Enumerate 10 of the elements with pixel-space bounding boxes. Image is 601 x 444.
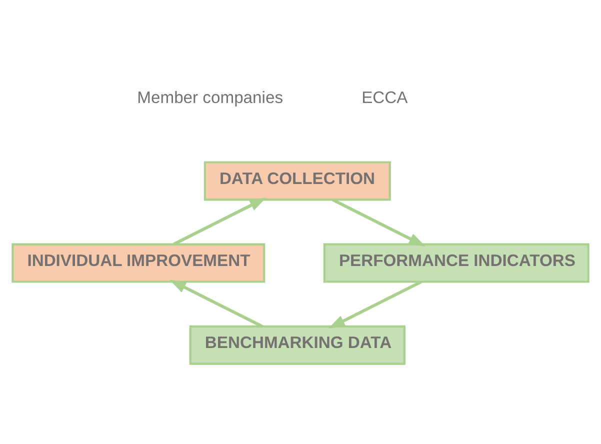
node-box: PERFORMANCE INDICATORS [323,243,590,283]
arrow [328,280,422,329]
arrow [172,198,266,246]
arrow [169,280,263,328]
arrow [332,198,426,246]
label: Member companies [137,88,284,107]
node-box: INDIVIDUAL IMPROVEMENT [12,243,266,283]
label: ECCA [362,88,408,107]
node-box: BENCHMARKING DATA [189,325,406,365]
node-box: DATA COLLECTION [204,161,391,201]
